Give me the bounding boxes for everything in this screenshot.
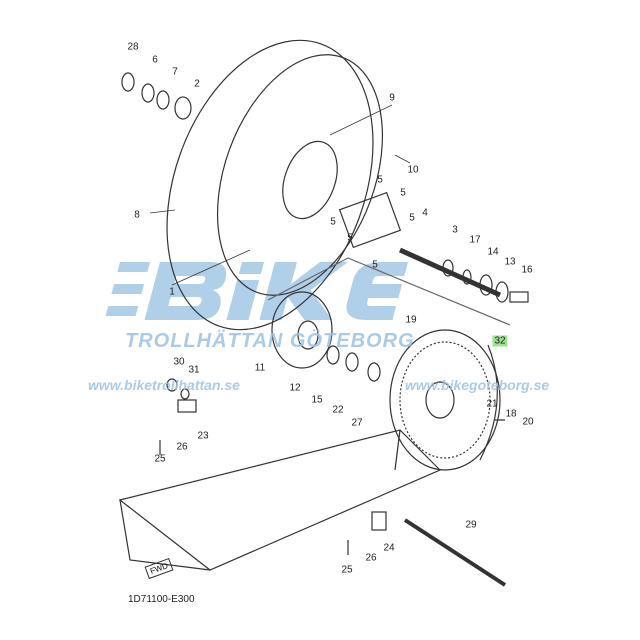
watermark-url-left: www.biketrollhattan.se bbox=[88, 377, 240, 393]
part-label: 8 bbox=[134, 209, 140, 221]
part-label: 16 bbox=[521, 264, 533, 276]
part-label: 2 bbox=[194, 78, 200, 90]
part-label: 25 bbox=[154, 453, 166, 465]
part-label: 19 bbox=[405, 314, 417, 326]
part-label: 5 bbox=[372, 259, 378, 271]
part-label: 27 bbox=[351, 417, 363, 429]
part-label: 30 bbox=[173, 356, 185, 368]
part-label: 5 bbox=[330, 216, 336, 228]
part-label: 9 bbox=[389, 92, 395, 104]
part-label: 3 bbox=[452, 224, 458, 236]
bolts bbox=[159, 378, 505, 555]
part-label: 18 bbox=[505, 408, 517, 420]
part-label: 22 bbox=[332, 404, 344, 416]
watermark-cities: TROLLHÄTTAN GÖTEBORG bbox=[125, 330, 415, 352]
part-label: 17 bbox=[469, 234, 481, 246]
bearings-left bbox=[121, 72, 192, 120]
part-label: 5 bbox=[347, 232, 353, 244]
part-label: 31 bbox=[188, 364, 200, 376]
axle-collar bbox=[398, 247, 502, 298]
part-label: 5 bbox=[377, 174, 383, 186]
part-label: 29 bbox=[465, 519, 477, 531]
part-label: 5 bbox=[409, 212, 415, 224]
part-label: 13 bbox=[504, 256, 516, 268]
part-label: 20 bbox=[522, 416, 534, 428]
part-label: 1 bbox=[169, 286, 175, 298]
part-label: 26 bbox=[176, 441, 188, 453]
pulley bbox=[389, 329, 501, 471]
watermark-url-right: www.bikegoteborg.se bbox=[405, 377, 550, 393]
part-label: 7 bbox=[172, 66, 178, 78]
part-label: 28 bbox=[127, 41, 139, 53]
tire bbox=[166, 39, 384, 331]
part-label: 4 bbox=[422, 207, 428, 219]
part-label: 24 bbox=[383, 542, 395, 554]
reference-code: 1D71100-E300 bbox=[128, 594, 195, 605]
part-label: 21 bbox=[486, 398, 498, 410]
dampers bbox=[338, 191, 402, 249]
part-label: 23 bbox=[197, 430, 209, 442]
leader-lines bbox=[149, 104, 411, 286]
part-label: 11 bbox=[254, 362, 266, 374]
hub bbox=[271, 291, 333, 369]
part-label: 12 bbox=[289, 382, 301, 394]
part-label: 15 bbox=[311, 394, 323, 406]
part-label: 25 bbox=[341, 564, 353, 576]
watermark-brand-logo bbox=[105, 262, 408, 320]
axle-parts bbox=[442, 259, 529, 303]
part-label: 10 bbox=[407, 164, 419, 176]
part-label: 5 bbox=[400, 187, 406, 199]
part-label: 26 bbox=[365, 552, 377, 564]
pivot-shaft bbox=[403, 518, 507, 587]
part-label: 6 bbox=[152, 54, 158, 66]
hub-bearings bbox=[326, 345, 381, 382]
swingarm bbox=[118, 429, 442, 571]
part-label: 32 bbox=[492, 335, 508, 347]
part-label: 14 bbox=[487, 246, 499, 258]
